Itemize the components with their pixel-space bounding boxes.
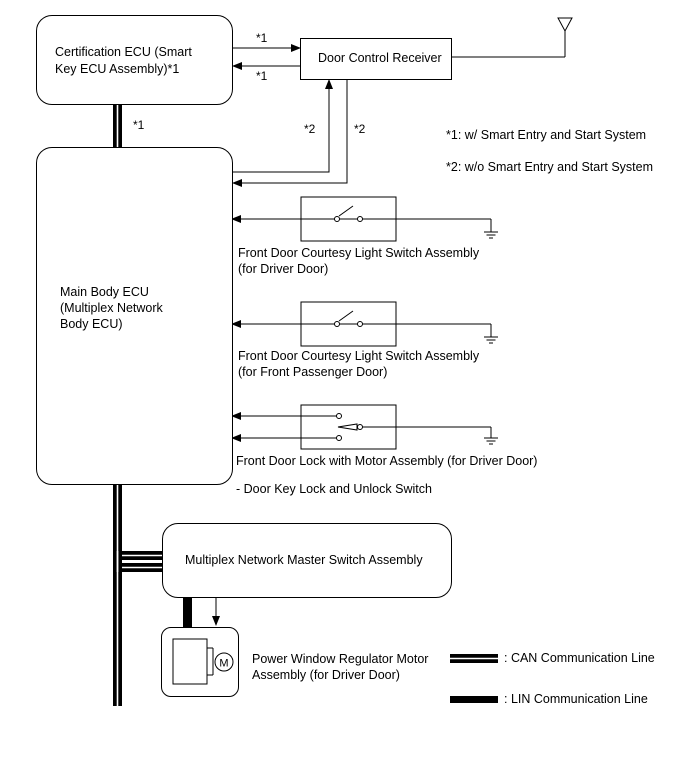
door-control-receiver-label: Door Control Receiver [318, 51, 442, 65]
passenger-door-switch-label-1: Front Door Courtesy Light Switch Assembl… [238, 349, 480, 363]
marker-vertical-can: *1 [133, 118, 145, 132]
lin-legend-swatch [450, 696, 498, 703]
passenger-door-switch-symbol [231, 301, 498, 347]
marker-receiver-left: *2 [304, 122, 316, 136]
marker-top-in: *1 [256, 31, 268, 45]
passenger-door-switch-label-2: (for Front Passenger Door) [238, 365, 388, 379]
can-line-cert-main [113, 105, 122, 147]
receiver-main-lines [232, 79, 348, 187]
driver-door-switch-label-2: (for Driver Door) [238, 262, 329, 276]
lin-legend-label: : LIN Communication Line [504, 692, 648, 706]
motor-label-2: Assembly (for Driver Door) [252, 668, 400, 682]
legend-swatches [450, 654, 498, 703]
motor-label-1: Power Window Regulator Motor [252, 652, 429, 666]
can-bus-trunk [113, 485, 162, 706]
key-lock-switch-label: - Door Key Lock and Unlock Switch [236, 482, 432, 496]
master-switch-box [162, 523, 452, 598]
antenna-icon [452, 17, 573, 58]
main-body-ecu-label-1: Main Body ECU [60, 285, 149, 299]
main-body-ecu-label-2: (Multiplex Network [60, 301, 163, 315]
driver-door-switch-symbol [231, 196, 498, 242]
can-legend-label: : CAN Communication Line [504, 651, 655, 665]
marker-top-out: *1 [256, 69, 268, 83]
main-body-ecu-label-3: Body ECU) [60, 317, 123, 331]
master-switch-label: Multiplex Network Master Switch Assembly [185, 553, 423, 567]
certification-ecu-box [36, 15, 233, 105]
door-control-receiver-box [300, 38, 452, 80]
certification-ecu-label-2: Key ECU Assembly)*1 [55, 62, 180, 76]
lin-line-master-motor [183, 598, 220, 627]
cert-receiver-lines [232, 44, 301, 70]
note-2: *2: w/o Smart Entry and Start System [446, 160, 654, 174]
driver-door-switch-label-1: Front Door Courtesy Light Switch Assembl… [238, 246, 480, 260]
door-lock-switch-symbol [231, 404, 498, 450]
motor-symbol: M [172, 638, 234, 685]
motor-box [161, 627, 239, 697]
main-body-ecu-box [36, 147, 233, 485]
certification-ecu-label-1: Certification ECU (Smart [55, 45, 192, 59]
motor-m-label: M [219, 658, 228, 670]
marker-receiver-right: *2 [354, 122, 366, 136]
note-1: *1: w/ Smart Entry and Start System [446, 128, 647, 142]
door-lock-motor-label: Front Door Lock with Motor Assembly (for… [236, 454, 538, 468]
